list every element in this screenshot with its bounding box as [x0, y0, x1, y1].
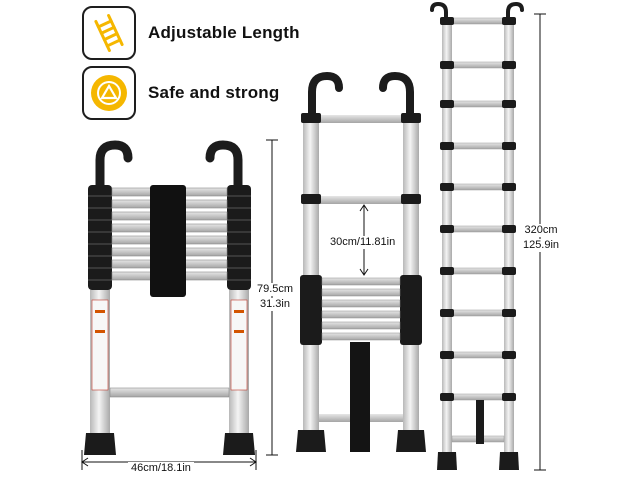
rung-spacing-label: 30cm/11.81in [328, 236, 398, 249]
ladder-icon [82, 6, 136, 60]
feature-label: Safe and strong [148, 83, 280, 102]
feature-label: Adjustable Length [148, 23, 300, 42]
collapsed-height-in-label: 31.3in [255, 298, 295, 311]
collapsed-ladder [81, 139, 278, 470]
fully-extended-ladder [430, 1, 546, 471]
partially-extended-ladder [296, 71, 426, 452]
extended-height-in-label: 125.9in [518, 239, 564, 252]
feature-adjustable-length: Adjustable Length [82, 6, 300, 60]
extended-height-cm-label: 320cm [518, 224, 564, 237]
collapsed-height-cm-label: 79.5cm [255, 283, 295, 296]
width-dimension-label: 46cm/18.1in [128, 462, 194, 475]
feature-safe-strong: Safe and strong [82, 66, 279, 120]
safety-shield-icon [82, 66, 136, 120]
